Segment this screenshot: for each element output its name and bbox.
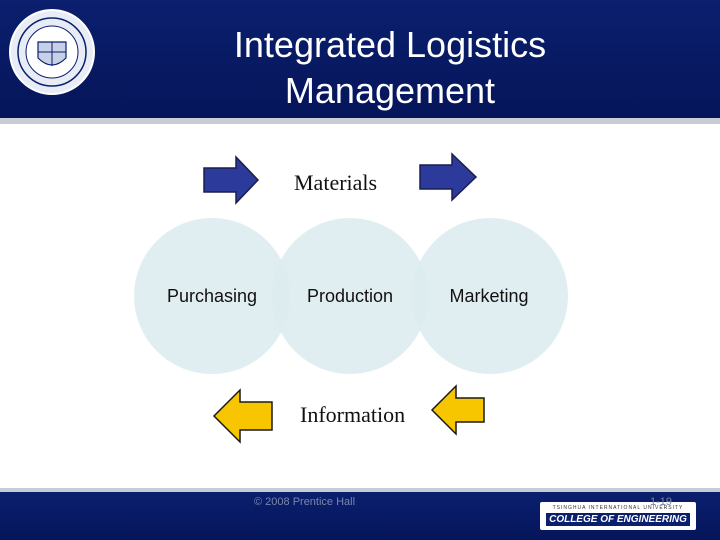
materials-arrows-group bbox=[203, 152, 478, 205]
materials-arrow-left bbox=[203, 155, 260, 205]
information-label: Information bbox=[300, 402, 406, 427]
circles-group bbox=[134, 218, 568, 374]
purchasing-circle bbox=[134, 218, 290, 374]
marketing-circle bbox=[412, 218, 568, 374]
college-badge-main-text: COLLEGE OF ENGINEERING bbox=[546, 513, 690, 526]
information-arrow-right bbox=[430, 384, 485, 436]
purchasing-label: Purchasing bbox=[166, 286, 258, 306]
materials-arrow-right bbox=[419, 152, 478, 202]
slide-number: 1-19 bbox=[650, 496, 673, 508]
title-line-1: Integrated Logistics bbox=[233, 24, 547, 65]
page-title: Integrated Logistics Management bbox=[140, 22, 640, 114]
production-circle bbox=[272, 218, 428, 374]
information-arrows-group bbox=[212, 384, 485, 444]
copyright-text: © 2008 Prentice Hall bbox=[254, 496, 356, 508]
marketing-label: Marketing bbox=[449, 286, 529, 306]
header-stripe bbox=[0, 118, 720, 124]
title-line-2: Management bbox=[284, 70, 496, 111]
header-band bbox=[0, 0, 720, 118]
materials-label: Materials bbox=[294, 170, 378, 195]
production-label: Production bbox=[306, 286, 394, 306]
information-arrow-left bbox=[212, 388, 273, 444]
college-badge-small-text: TSINGHUA INTERNATIONAL UNIVERSITY bbox=[552, 505, 684, 511]
college-of-engineering-logo: TSINGHUA INTERNATIONAL UNIVERSITY COLLEG… bbox=[540, 502, 696, 530]
footer-stripe bbox=[0, 488, 720, 492]
university-seal-icon bbox=[9, 9, 95, 95]
